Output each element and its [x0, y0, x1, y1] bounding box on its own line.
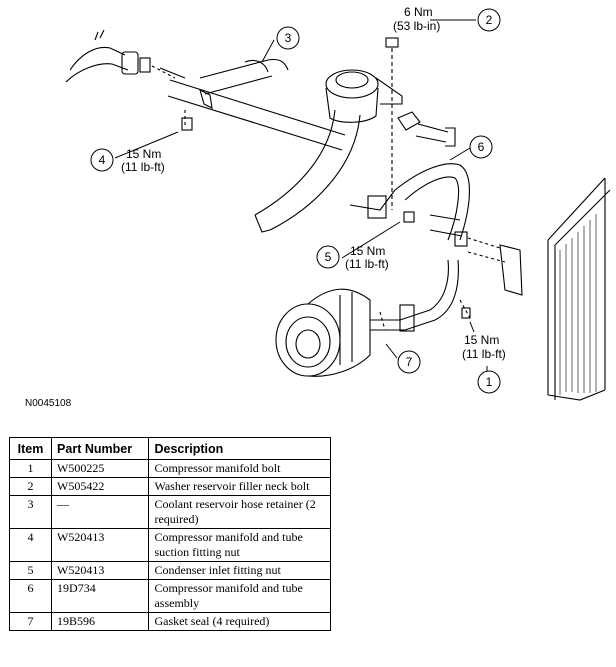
table-row: 2 W505422 Washer reservoir filler neck b…	[8, 477, 331, 496]
header-part-number: Part Number	[51, 437, 150, 460]
row-description: Coolant reservoir hose retainer (2 requi…	[148, 495, 331, 529]
callout-2-torque-alt: (53 lb-in)	[393, 19, 440, 33]
row-part-number: 19B596	[51, 612, 150, 631]
callout-3-number: 3	[285, 31, 292, 45]
row-part-number: W505422	[51, 477, 150, 496]
row-item: 3	[8, 495, 53, 529]
callout-5-number: 5	[325, 250, 332, 264]
row-part-number: W500225	[51, 459, 150, 478]
row-description: Compressor manifold bolt	[148, 459, 331, 478]
row-description: Condenser inlet fitting nut	[148, 561, 331, 580]
callout-7-number: 7	[406, 355, 413, 369]
table-row: 5 W520413 Condenser inlet fitting nut	[8, 561, 331, 580]
header-description: Description	[148, 437, 331, 460]
parts-table: Item Part Number Description 1 W500225 C…	[8, 437, 331, 631]
row-item: 7	[8, 612, 53, 631]
row-description: Compressor manifold and tube assembly	[148, 579, 331, 613]
callout-2-torque: 6 Nm	[404, 5, 433, 19]
table-row: 3 — Coolant reservoir hose retainer (2 r…	[8, 495, 331, 529]
callout-5-torque: 15 Nm	[350, 244, 385, 258]
header-item: Item	[8, 437, 53, 460]
row-item: 4	[8, 528, 53, 562]
figure-id: N0045108	[25, 398, 72, 409]
callout-1-torque-alt: (11 lb-ft)	[462, 347, 506, 361]
callout-6-number: 6	[478, 140, 485, 154]
row-description: Compressor manifold and tube suction fit…	[148, 528, 331, 562]
table-row: 1 W500225 Compressor manifold bolt	[8, 459, 331, 478]
row-description: Gasket seal (4 required)	[148, 612, 331, 631]
row-part-number: W520413	[51, 528, 150, 562]
callout-4-torque: 15 Nm	[126, 147, 161, 161]
table-row: 4 W520413 Compressor manifold and tube s…	[8, 528, 331, 562]
row-part-number: 19D734	[51, 579, 150, 613]
row-item: 5	[8, 561, 53, 580]
row-part-number: —	[51, 495, 150, 529]
row-item: 1	[8, 459, 53, 478]
row-item: 2	[8, 477, 53, 496]
callout-1-torque: 15 Nm	[464, 333, 499, 347]
table-row: 7 19B596 Gasket seal (4 required)	[8, 612, 331, 631]
row-part-number: W520413	[51, 561, 150, 580]
exploded-diagram: 1 15 Nm (11 lb-ft) 2 6 Nm (53 lb-in) 3 4…	[65, 5, 611, 401]
callout-4-torque-alt: (11 lb-ft)	[121, 160, 165, 174]
callout-1-number: 1	[486, 375, 493, 389]
callout-2-number: 2	[486, 13, 493, 27]
table-row: 6 19D734 Compressor manifold and tube as…	[8, 579, 331, 613]
row-description: Washer reservoir filler neck bolt	[148, 477, 331, 496]
callout-4-number: 4	[99, 153, 106, 167]
callout-5-torque-alt: (11 lb-ft)	[345, 257, 389, 271]
table-header-row: Item Part Number Description	[8, 437, 331, 460]
row-item: 6	[8, 579, 53, 613]
